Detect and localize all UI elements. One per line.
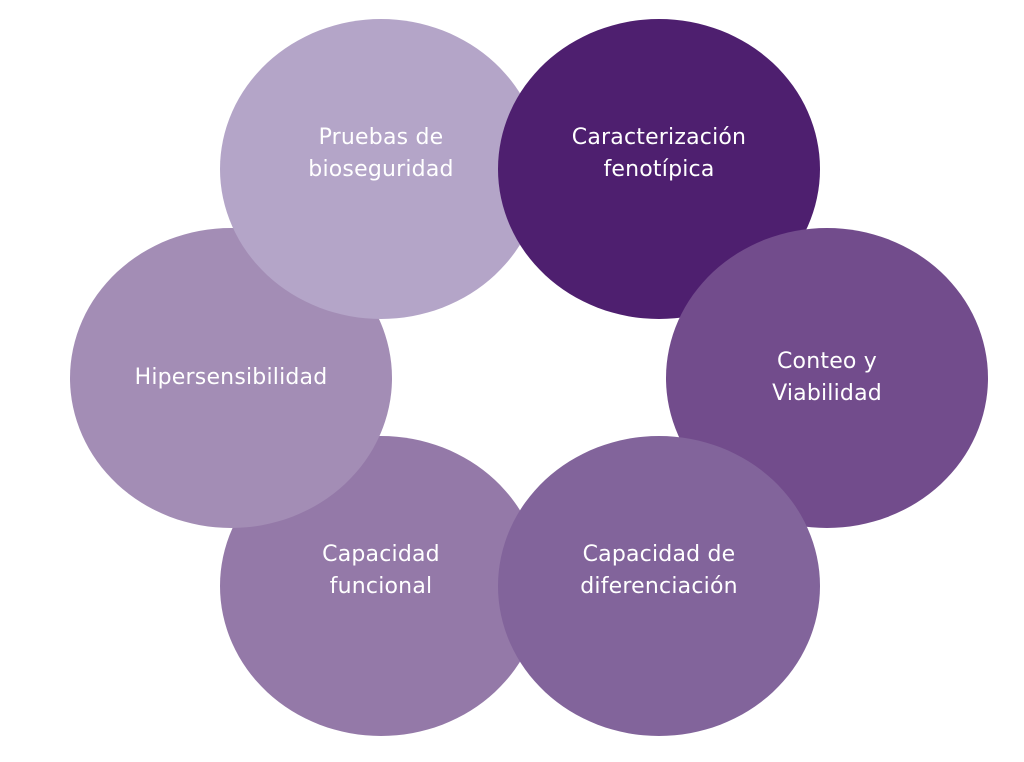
node-label-line: diferenciación — [580, 574, 738, 599]
node-label-line: Capacidad — [322, 542, 440, 567]
node-label-line: Conteo y — [777, 349, 877, 374]
node-label-line: Pruebas de — [318, 125, 444, 150]
node-label-line: Capacidad de — [582, 542, 736, 567]
node-hipersensibilidad: Hipersensibilidad — [70, 228, 392, 528]
node-label-line: funcional — [329, 574, 433, 599]
node-label-line: Hipersensibilidad — [134, 365, 328, 390]
node-label-line: Viabilidad — [772, 381, 882, 406]
node-label-line: bioseguridad — [308, 157, 454, 182]
node-label-line: Caracterización — [571, 125, 747, 150]
node-capacidad-de-diferenciacion: Capacidad de diferenciación — [498, 436, 820, 736]
node-pruebas-de-bioseguridad: Pruebas de bioseguridad — [220, 19, 542, 319]
node-label-line: fenotípica — [603, 157, 715, 182]
